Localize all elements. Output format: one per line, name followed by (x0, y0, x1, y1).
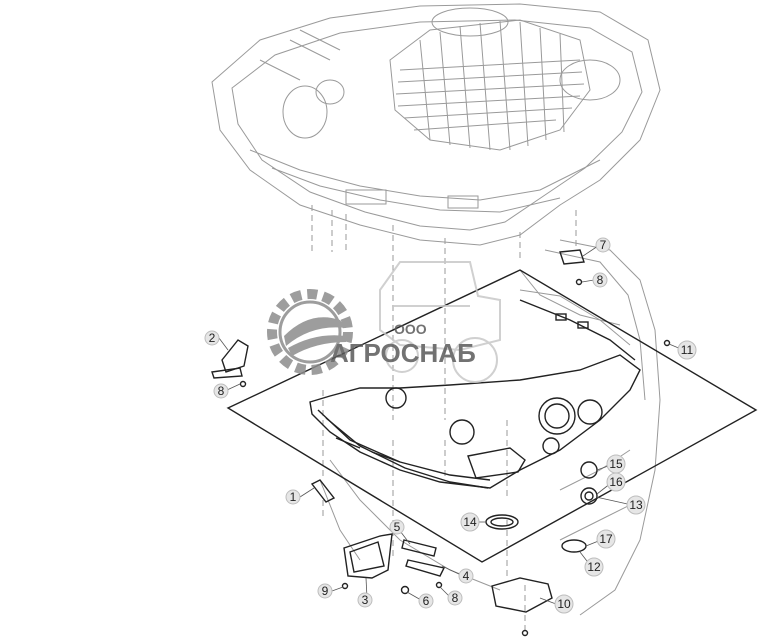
callout-8: 8 (213, 383, 229, 399)
part-5-grille (401, 539, 446, 577)
part-10-cover (491, 577, 553, 613)
callout-5: 5 (389, 519, 405, 535)
combine-harvester-icon (379, 261, 501, 383)
callout-3: 3 (357, 592, 373, 608)
callout-12: 12 (584, 557, 604, 577)
callout-8-label: 8 (597, 273, 604, 287)
callout-leaders (218, 245, 682, 605)
callout-7: 7 (595, 237, 611, 253)
callout-1-label: 1 (290, 490, 297, 504)
watermark-company-prefix: ООО (394, 321, 427, 337)
headliner-panel (309, 289, 641, 489)
part-1-clip (310, 479, 336, 503)
cab-frame-ghost (319, 239, 661, 616)
fasteners (239, 278, 671, 637)
callout-8-label: 8 (218, 384, 225, 398)
gear-logo-icon (267, 289, 353, 375)
callout-10: 10 (554, 594, 574, 614)
part-17-light (561, 539, 587, 553)
callout-15: 15 (606, 454, 626, 474)
part-14-lamp (485, 514, 519, 530)
callout-15-label: 15 (609, 457, 623, 471)
callout-10-label: 10 (557, 597, 571, 611)
callout-5-label: 5 (394, 520, 401, 534)
callout-2-label: 2 (209, 331, 216, 345)
callout-8: 8 (592, 272, 608, 288)
callout-6: 6 (418, 593, 434, 609)
callout-16: 16 (606, 472, 626, 492)
callout-8: 8 (447, 590, 463, 606)
callout-11-label: 11 (681, 343, 694, 357)
callout-2: 2 (204, 330, 220, 346)
part-7-bracket (559, 249, 585, 265)
callout-6-label: 6 (423, 594, 430, 608)
callout-1: 1 (285, 489, 301, 505)
callout-12-label: 12 (587, 560, 601, 574)
callout-4-label: 4 (463, 569, 470, 583)
callout-17: 17 (596, 529, 616, 549)
roof-grille-pattern (395, 20, 585, 151)
part-2-bracket (211, 339, 249, 379)
part-3-vent-housing (343, 533, 393, 579)
callout-13: 13 (626, 495, 646, 515)
agrosnab-watermark: ООО АГРОСНАБ (267, 261, 501, 383)
assembly-guide-lines (311, 205, 577, 630)
callout-3-label: 3 (362, 593, 369, 607)
callout-17-label: 17 (599, 532, 613, 546)
part-15-16-grommets (580, 461, 598, 505)
callout-7-label: 7 (600, 238, 607, 252)
callout-13-label: 13 (629, 498, 643, 512)
watermark-company-name: АГРОСНАБ (330, 338, 476, 368)
cab-roof-assembly (211, 3, 661, 246)
callout-14-label: 14 (463, 515, 477, 529)
callout-16-label: 16 (609, 475, 623, 489)
callout-9-label: 9 (322, 584, 329, 598)
callout-14: 14 (460, 512, 480, 532)
callout-11: 11 (677, 340, 697, 360)
callout-4: 4 (458, 568, 474, 584)
mounting-plane-outline (226, 269, 758, 563)
callout-8-label: 8 (452, 591, 459, 605)
callout-9: 9 (317, 583, 333, 599)
